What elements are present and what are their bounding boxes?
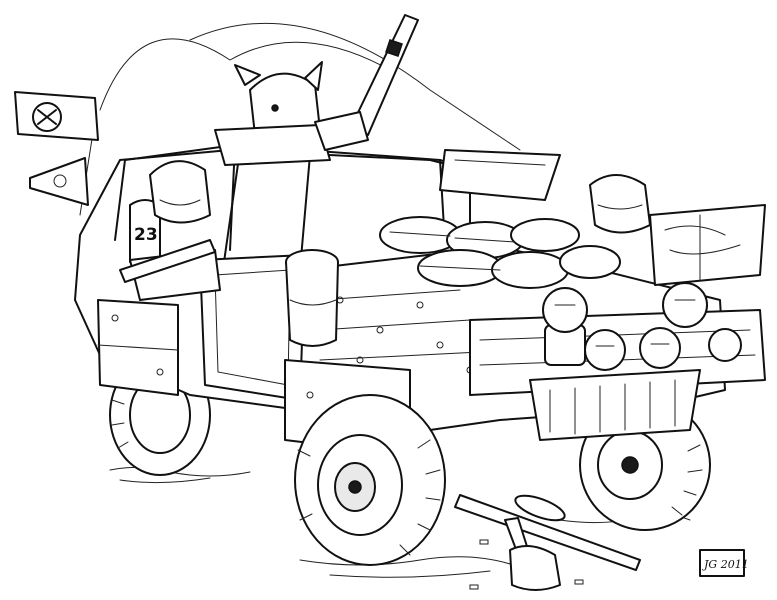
ammo-bag xyxy=(509,545,561,591)
front-left-wheel xyxy=(294,394,446,566)
headlight xyxy=(639,327,681,369)
sandbags xyxy=(379,216,621,289)
headlight xyxy=(542,287,588,333)
artist-signature: JG 2011 xyxy=(699,549,749,577)
spent-casings xyxy=(469,539,584,590)
headlight xyxy=(662,282,708,328)
driver-rifle xyxy=(119,239,216,283)
field-map xyxy=(649,204,766,286)
windshield-frame xyxy=(439,149,561,201)
gunner-figure xyxy=(214,61,331,166)
radiator-grille xyxy=(529,369,701,441)
signature-text: JG 2011 xyxy=(702,558,749,571)
banner-flag xyxy=(14,91,99,141)
headlights xyxy=(542,282,742,371)
headlight xyxy=(708,328,742,362)
map-reader-figure xyxy=(589,174,651,234)
headlight xyxy=(584,329,626,371)
seat-back: 23 xyxy=(129,199,161,263)
pennant-flag xyxy=(29,157,89,206)
seat-number: 23 xyxy=(134,225,158,245)
armor-panel-rear xyxy=(97,299,179,396)
mounted-machine-gun xyxy=(314,14,419,151)
fuel-drum xyxy=(285,249,339,347)
